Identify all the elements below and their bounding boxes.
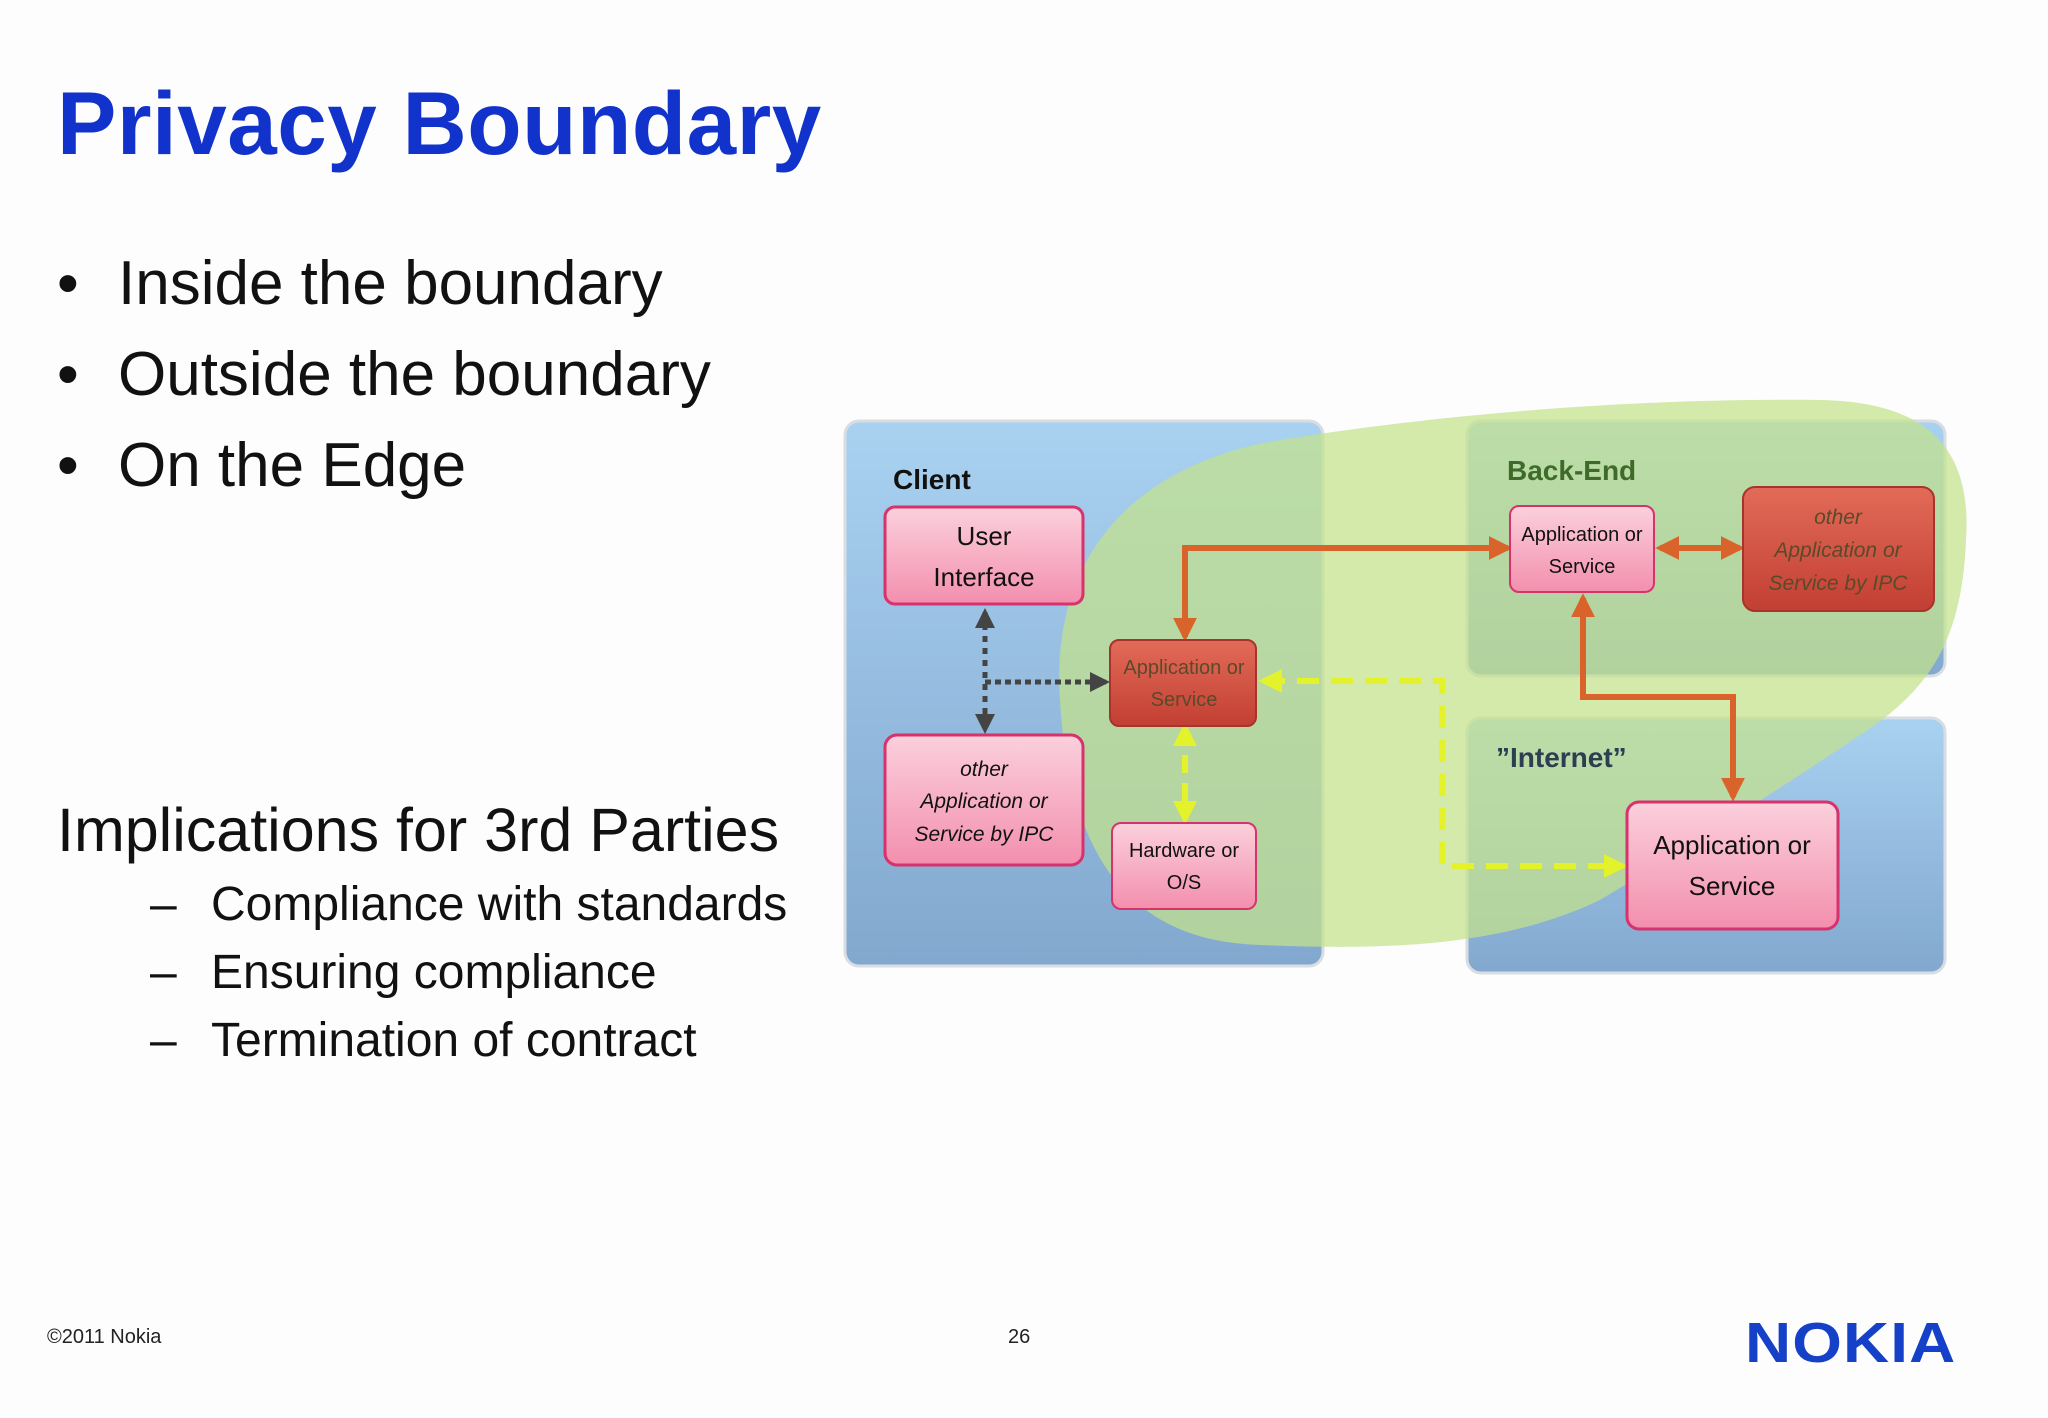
backend-other-ipc-line1: other — [1814, 506, 1863, 529]
hardware-os-box: Hardware or O/S — [1111, 822, 1257, 910]
bullet-dot: • — [57, 340, 79, 409]
backend-zone-label: Back-End — [1507, 455, 1636, 486]
client-app-label-line2: Service — [1151, 689, 1218, 711]
client-zone-label: Client — [893, 464, 971, 495]
sub-bullet-item: –Compliance with standards — [150, 875, 787, 943]
dash-mark: – — [150, 1014, 177, 1067]
client-app-label-line1: Application or — [1123, 657, 1245, 679]
backend-other-ipc-line2: Application or — [1772, 539, 1902, 562]
backend-app-label-line1: Application or — [1521, 524, 1643, 546]
internet-app-service-box: Application or Service — [1625, 800, 1840, 931]
backend-other-ipc-line3: Service by IPC — [1769, 572, 1909, 595]
dash-mark: – — [150, 946, 177, 999]
backend-other-ipc-box: other Application or Service by IPC — [1742, 486, 1935, 612]
bullet-item: • Outside the boundary — [57, 336, 711, 427]
copyright-footer: ©2011 Nokia — [47, 1326, 162, 1348]
client-other-ipc-line2: Application or — [918, 790, 1048, 813]
sub-bullet-text: Ensuring compliance — [211, 946, 657, 999]
bullet-dot: • — [57, 249, 79, 318]
bullet-list: • Inside the boundary • Outside the bounda… — [57, 245, 711, 518]
dash-mark: – — [150, 878, 177, 931]
internet-app-label-line1: Application or — [1653, 830, 1811, 860]
client-other-ipc-box: other Application or Service by IPC — [883, 733, 1085, 867]
sub-bullet-text: Termination of contract — [211, 1014, 697, 1067]
bullet-text: Inside the boundary — [118, 249, 663, 318]
bullet-item: • On the Edge — [57, 427, 711, 518]
subheading: Implications for 3rd Parties — [57, 796, 780, 864]
orange-app-to-backend-arrow — [1173, 536, 1513, 642]
bullet-text: Outside the boundary — [118, 340, 711, 409]
orange-backend-to-internet-arrow — [1571, 593, 1745, 802]
yellow-app-to-internet-arrow — [1258, 669, 1628, 878]
slide-title: Privacy Boundary — [57, 73, 822, 173]
page-number: 26 — [1008, 1326, 1031, 1348]
internet-app-label-line2: Service — [1689, 871, 1776, 901]
user-interface-box: User Interface — [883, 505, 1085, 606]
client-app-service-box: Application or Service — [1109, 639, 1257, 727]
backend-app-service-box: Application or Service — [1509, 505, 1655, 593]
hardware-label-line2: O/S — [1167, 872, 1201, 894]
sub-bullet-item: –Ensuring compliance — [150, 943, 787, 1011]
bullet-text: On the Edge — [118, 431, 467, 500]
client-other-ipc-line1: other — [960, 758, 1009, 781]
bullet-item: • Inside the boundary — [57, 245, 711, 336]
sub-bullet-item: –Termination of contract — [150, 1011, 787, 1079]
internet-zone-label: ”Internet” — [1496, 742, 1627, 773]
user-interface-label-line1: User — [957, 521, 1012, 551]
sub-bullet-text: Compliance with standards — [211, 878, 788, 931]
user-interface-label-line2: Interface — [933, 562, 1034, 592]
sub-bullet-list: –Compliance with standards –Ensuring com… — [150, 875, 787, 1079]
hardware-label-line1: Hardware or — [1129, 840, 1239, 862]
bullet-dot: • — [57, 431, 79, 500]
nokia-logo: NOKIA — [1745, 1311, 1957, 1375]
client-other-ipc-line3: Service by IPC — [915, 823, 1055, 846]
backend-app-label-line2: Service — [1549, 556, 1616, 578]
